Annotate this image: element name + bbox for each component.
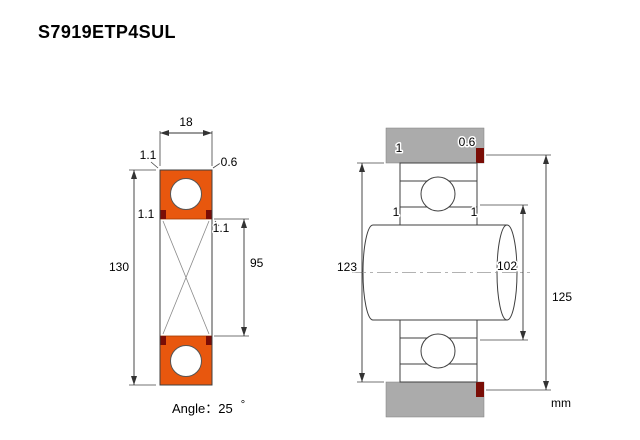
housing-block-top bbox=[385, 127, 485, 164]
seal-strip-bottom bbox=[476, 382, 484, 397]
dim-fillet-left-label: 1 bbox=[393, 205, 400, 219]
contact-angle-lines bbox=[162, 220, 210, 335]
dim-outer-abutment: 125 bbox=[486, 154, 574, 391]
cross-section-view: 18 1.1 0.6 1.1 1.1 130 bbox=[107, 115, 265, 386]
page-title: S7919ETP4SUL bbox=[38, 22, 176, 42]
dim-bore-diameter: 95 bbox=[214, 218, 265, 337]
mounted-ball-bottom bbox=[420, 333, 456, 369]
dim-chamfer-top-left-label: 1.1 bbox=[140, 148, 157, 162]
dim-chamfer-mid-left-label: 1.1 bbox=[138, 207, 155, 221]
dim-bore-diameter-label: 95 bbox=[250, 256, 264, 270]
mounted-bearing-top bbox=[399, 162, 478, 226]
seal-bottom-right bbox=[206, 336, 212, 345]
seal-top-left bbox=[160, 210, 166, 219]
degree-symbol: ° bbox=[240, 399, 246, 411]
dim-chamfer-top-right-label: 0.6 bbox=[221, 155, 238, 169]
angle-note: Angle：25 ° bbox=[172, 398, 245, 417]
housing-block-bottom bbox=[385, 381, 485, 418]
seal-top-right bbox=[206, 210, 212, 219]
mounted-ball-top bbox=[420, 176, 456, 212]
dim-outer-diameter-label: 130 bbox=[109, 260, 129, 274]
angle-label: Angle： bbox=[172, 401, 219, 416]
dim-width: 18 bbox=[159, 115, 213, 166]
dim-outer-abutment-label: 125 bbox=[552, 290, 572, 304]
seal-marks bbox=[160, 210, 212, 345]
unit-label: mm bbox=[551, 396, 571, 410]
seal-bottom-left bbox=[160, 336, 166, 345]
dim-shaft-abutment: 102 bbox=[480, 204, 528, 341]
mounting-view: 1 0.6 1 1 123 102 bbox=[335, 127, 574, 418]
leader-lines bbox=[150, 161, 223, 227]
dim-chamfer-inner-label: 1.1 bbox=[213, 221, 230, 235]
angle-value: 25 bbox=[218, 401, 233, 416]
dim-shaft-abutment-label: 102 bbox=[497, 259, 517, 273]
dim-fillet-right-label: 1 bbox=[471, 205, 478, 219]
dim-fillet-top-left-label: 1 bbox=[396, 141, 403, 155]
ball-top bbox=[170, 178, 202, 210]
dim-width-label: 18 bbox=[179, 115, 193, 129]
mounted-bearing-bottom bbox=[399, 319, 478, 383]
ball-bottom bbox=[170, 345, 202, 377]
dim-housing-abutment: 123 bbox=[335, 162, 384, 383]
seal-strip-top bbox=[476, 148, 484, 163]
bearing-outline bbox=[159, 169, 213, 386]
dim-chamfer-top-right-label-mounting: 0.6 bbox=[459, 135, 476, 149]
dim-outer-diameter: 130 bbox=[107, 169, 156, 386]
dim-housing-abutment-label: 123 bbox=[337, 260, 357, 274]
